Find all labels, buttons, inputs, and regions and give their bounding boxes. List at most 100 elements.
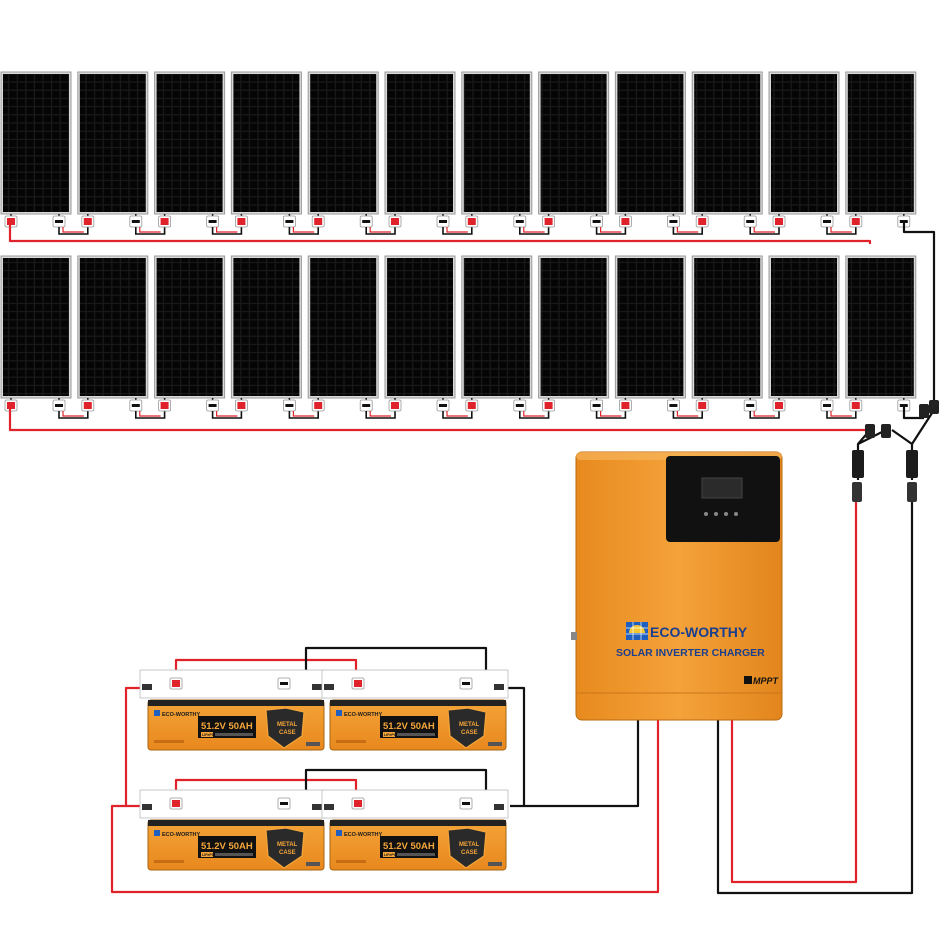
series-link-wire	[211, 411, 243, 419]
series-link-wire-red	[292, 411, 315, 417]
shield-line-2: CASE	[279, 730, 296, 736]
series-link-wire-red	[62, 227, 84, 233]
panel-negative-terminal	[820, 215, 834, 228]
series-link-wire-red	[62, 411, 84, 417]
solar-panel	[77, 71, 166, 235]
battery-lug	[324, 684, 334, 690]
series-link-wire	[442, 227, 473, 235]
panel-positive-terminal	[695, 399, 709, 412]
series-link-wire	[58, 227, 89, 235]
series-link-wire-red	[600, 411, 622, 417]
solar-panel	[384, 71, 473, 235]
series-link-wire-red	[753, 411, 775, 417]
battery-negative-terminal	[459, 797, 473, 810]
bottom-row-positive-wire	[8, 406, 870, 432]
battery-logo-icon	[154, 830, 160, 836]
series-link-wire	[595, 411, 627, 419]
battery-positive-terminal	[169, 677, 183, 690]
shield-line-2: CASE	[279, 850, 296, 856]
panel-negative-terminal	[129, 399, 143, 412]
battery-positive-terminal	[351, 677, 365, 690]
battery-lug	[324, 804, 334, 810]
series-link-wire	[365, 411, 396, 419]
pv-negative-feed	[716, 500, 914, 895]
battery-negative-terminal	[277, 677, 291, 690]
panel-negative-terminal	[513, 399, 527, 412]
battery-rating: 51.2V 50AH	[201, 841, 253, 852]
panel-negative-terminal	[282, 399, 296, 412]
certification-marks	[306, 742, 320, 746]
panel-positive-terminal	[158, 399, 172, 412]
inverter-logo-icon	[626, 622, 648, 640]
certification-marks	[488, 742, 502, 746]
panel-negative-terminal	[52, 399, 66, 412]
shield-line-1: METAL	[459, 842, 480, 848]
battery-chemistry: LiFePO4	[202, 853, 217, 857]
panel-positive-terminal	[388, 399, 402, 412]
battery-lug	[142, 684, 152, 690]
metal-case-shield-icon: METAL CASE	[265, 707, 305, 749]
panel-positive-terminal	[81, 215, 95, 228]
solar-panel	[461, 71, 550, 235]
battery-brand: ECO-WORTHY	[162, 712, 201, 718]
series-link-wire	[749, 227, 780, 235]
battery-logo-icon	[336, 710, 342, 716]
solar-panel-row-bottom	[0, 255, 917, 419]
solar-panel	[768, 255, 857, 419]
panel-positive-terminal	[311, 399, 325, 412]
wiring	[8, 222, 936, 895]
shield-line-2: CASE	[461, 730, 478, 736]
panel-positive-terminal	[619, 215, 632, 228]
series-link-wire	[365, 227, 396, 235]
panel-positive-terminal	[695, 215, 709, 228]
panel-negative-terminal	[667, 399, 680, 412]
series-link-wire-red	[523, 411, 545, 417]
solar-panel	[691, 71, 780, 235]
panel-negative-terminal	[206, 215, 220, 228]
solar-panel	[845, 71, 917, 228]
battery-rating: 51.2V 50AH	[383, 841, 435, 852]
panel-negative-terminal	[820, 399, 834, 412]
panel-negative-terminal	[359, 399, 373, 412]
panel-negative-terminal	[743, 399, 757, 412]
panel-negative-terminal	[282, 215, 296, 228]
panel-positive-terminal	[81, 399, 95, 412]
solar-panel	[0, 255, 89, 419]
battery-brand: ECO-WORTHY	[344, 832, 383, 838]
series-link-wire-red	[216, 411, 238, 417]
series-link-wire	[211, 227, 243, 235]
series-link-wire-red	[216, 227, 238, 233]
solar-panel	[614, 71, 703, 235]
panel-positive-terminal	[158, 215, 172, 228]
solar-panel	[154, 71, 243, 235]
certification-marks	[488, 862, 502, 866]
panel-negative-terminal	[513, 215, 527, 228]
solar-panel	[307, 71, 396, 235]
top-row-positive-wire	[8, 222, 872, 244]
solar-panel	[307, 255, 396, 419]
panel-positive-terminal	[619, 399, 632, 412]
top-row-negative-wire	[902, 222, 936, 410]
inverter-side-port	[571, 632, 577, 640]
series-link-wire-red	[446, 411, 468, 417]
solar-panel	[538, 255, 627, 419]
mc4-connectors	[852, 400, 939, 502]
battery-negative-terminal	[277, 797, 291, 810]
battery-rating: 51.2V 50AH	[383, 721, 435, 732]
series-link-wire	[135, 411, 166, 419]
solar-panel	[768, 71, 857, 235]
battery-positive-terminal	[169, 797, 183, 810]
shield-line-1: METAL	[277, 722, 298, 728]
inverter-display-panel	[666, 456, 780, 542]
series-link-wire-red	[753, 227, 775, 233]
inverter-lcd	[701, 477, 743, 499]
panel-positive-terminal	[388, 215, 402, 228]
inverter: ECO-WORTHY SOLAR INVERTER CHARGER MPPT	[571, 451, 783, 721]
mppt-label: MPPT	[753, 676, 780, 686]
inverter-brand: ECO-WORTHY	[650, 624, 748, 640]
bank-lower-link-red	[174, 778, 358, 798]
